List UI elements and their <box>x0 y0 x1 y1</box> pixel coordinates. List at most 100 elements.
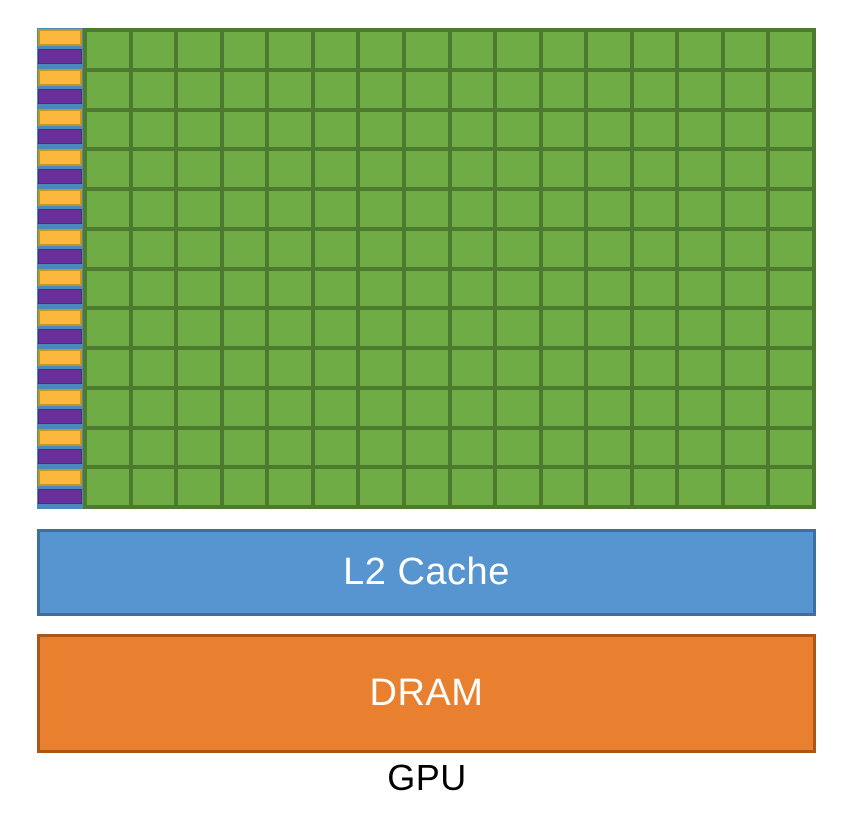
core-cell <box>631 149 678 189</box>
core-cell <box>495 268 541 309</box>
core-cell <box>130 109 177 150</box>
core-cell <box>722 268 769 309</box>
core-cell <box>312 427 359 468</box>
core-cell <box>540 308 587 348</box>
core-cell <box>768 427 814 468</box>
core-cell <box>403 308 450 348</box>
core-cell <box>130 228 177 269</box>
core-cell <box>449 427 496 468</box>
core-cell <box>540 30 587 70</box>
core-cell <box>358 387 404 428</box>
core-cell <box>176 348 222 388</box>
control-stripe <box>38 269 82 286</box>
core-cell <box>403 467 450 507</box>
core-cell <box>586 308 632 348</box>
core-cell <box>449 189 496 229</box>
core-cell <box>403 69 450 110</box>
core-cell <box>267 228 313 269</box>
core-cell <box>403 427 450 468</box>
core-cell <box>130 427 177 468</box>
core-cell <box>267 348 313 388</box>
core-cell <box>449 109 496 150</box>
core-cell <box>631 268 678 309</box>
control-stripe <box>38 29 82 46</box>
core-cell <box>540 228 587 269</box>
control-stripe <box>38 229 82 246</box>
core-cell <box>312 149 359 189</box>
core-cell <box>722 228 769 269</box>
control-stripe <box>38 469 82 486</box>
core-cell <box>495 30 541 70</box>
core-cell <box>358 427 404 468</box>
core-cell <box>176 467 222 507</box>
core-cell <box>267 387 313 428</box>
core-cell <box>130 189 177 229</box>
core-cell <box>540 427 587 468</box>
core-cell <box>449 149 496 189</box>
core-cell <box>358 348 404 388</box>
core-cell <box>312 348 359 388</box>
core-cell <box>85 189 131 229</box>
core-cell <box>85 109 131 150</box>
core-cell <box>130 308 177 348</box>
cache-stripe <box>38 329 82 344</box>
core-cell <box>267 268 313 309</box>
core-cell <box>130 467 177 507</box>
core-cell <box>312 387 359 428</box>
core-cell <box>312 228 359 269</box>
core-cell <box>267 30 313 70</box>
core-cell <box>403 189 450 229</box>
core-cell <box>85 149 131 189</box>
core-cell <box>540 69 587 110</box>
core-cell <box>130 348 177 388</box>
core-cell <box>312 308 359 348</box>
core-cell <box>586 189 632 229</box>
control-stripe <box>38 149 82 166</box>
core-cell <box>722 149 769 189</box>
core-cell <box>677 427 723 468</box>
core-cell <box>768 387 814 428</box>
core-cell <box>586 268 632 309</box>
core-cell <box>722 427 769 468</box>
core-cell <box>221 69 268 110</box>
core-cell <box>540 348 587 388</box>
core-cell <box>586 467 632 507</box>
core-cell <box>722 467 769 507</box>
core-cell <box>449 30 496 70</box>
core-cell <box>85 348 131 388</box>
core-cell <box>495 189 541 229</box>
core-cell <box>586 228 632 269</box>
control-stripe <box>38 69 82 86</box>
core-cell <box>495 467 541 507</box>
core-cell <box>312 69 359 110</box>
core-cell <box>722 308 769 348</box>
core-cell <box>495 228 541 269</box>
control-stripe <box>38 109 82 126</box>
core-cell <box>85 69 131 110</box>
core-cell <box>221 467 268 507</box>
core-cell <box>540 109 587 150</box>
core-cell <box>586 109 632 150</box>
core-cell <box>85 30 131 70</box>
core-cell <box>722 109 769 150</box>
core-cell <box>176 308 222 348</box>
core-cell <box>358 268 404 309</box>
core-cell <box>586 69 632 110</box>
core-cell <box>176 109 222 150</box>
core-cell <box>403 30 450 70</box>
core-cell <box>449 348 496 388</box>
control-stripe <box>38 189 82 206</box>
core-cell <box>221 308 268 348</box>
core-cell <box>586 149 632 189</box>
core-cell <box>631 69 678 110</box>
core-cell <box>495 427 541 468</box>
gpu-caption: GPU <box>387 757 467 798</box>
core-cell <box>267 69 313 110</box>
core-cell <box>586 387 632 428</box>
control-cache-column <box>37 28 83 509</box>
control-stripe <box>38 389 82 406</box>
core-cell <box>631 30 678 70</box>
core-cell <box>85 268 131 309</box>
core-cell <box>677 30 723 70</box>
core-cell <box>403 348 450 388</box>
